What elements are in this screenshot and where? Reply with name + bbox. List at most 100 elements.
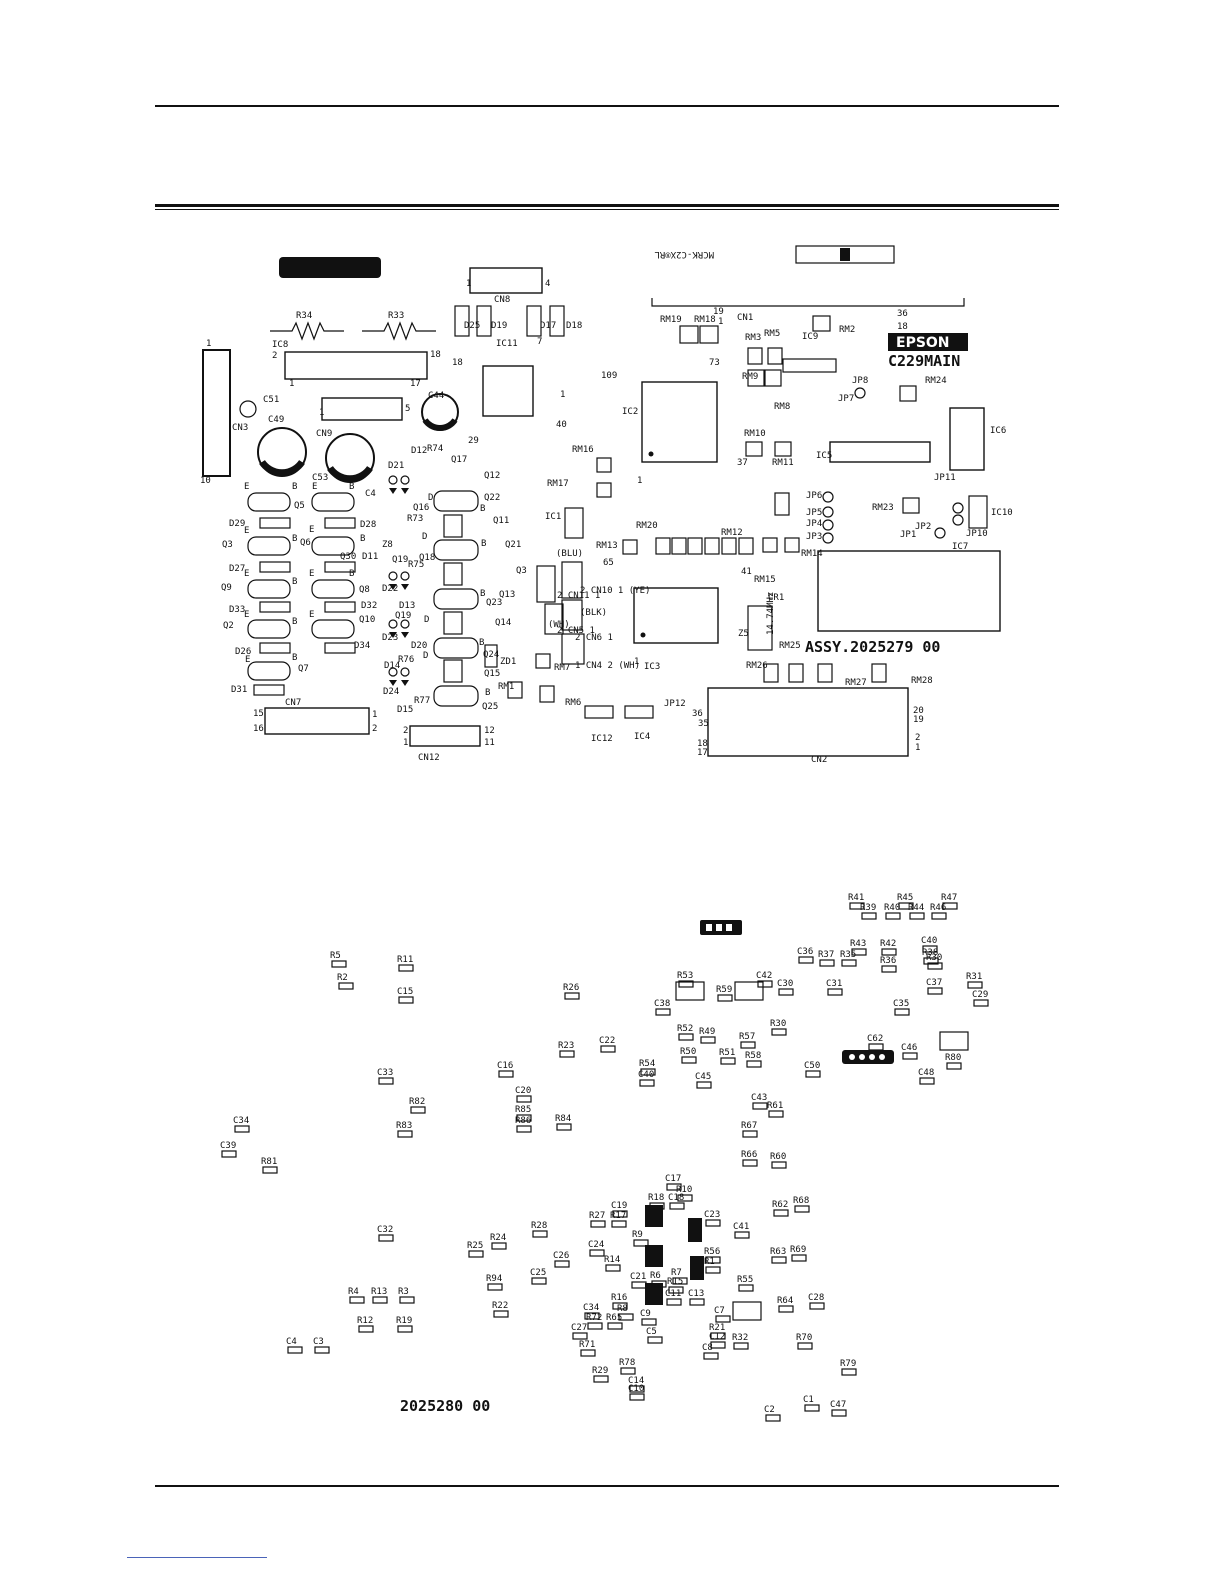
bottom-designator-label: R82 — [409, 1097, 425, 1107]
bottom-designator-pad — [710, 1332, 726, 1340]
top-designator-label: RM9 — [742, 372, 758, 382]
top-designator-label: D17 — [540, 321, 556, 331]
bottom-designator-pad — [672, 1277, 688, 1285]
top-designator-label: E — [244, 569, 249, 579]
bottom-designator-pad — [717, 994, 733, 1002]
bottom-designator-label: R7 — [671, 1268, 682, 1278]
bottom-designator-label: C34 — [583, 1303, 599, 1313]
bottom-designator-pad — [397, 1325, 413, 1333]
top-designator-label: JP10 — [966, 529, 988, 539]
header-rule-double-a — [155, 204, 1059, 207]
bottom-designator-pad — [868, 1043, 884, 1051]
bottom-designator-label: R85 — [515, 1105, 531, 1115]
top-designator-label: RM23 — [872, 503, 894, 513]
top-designator-label: Q16 — [413, 503, 429, 513]
bottom-designator-label: R30 — [926, 953, 942, 963]
crystal-cr1 — [747, 605, 773, 651]
bottom-designator-label: C34 — [233, 1116, 249, 1126]
top-designator-label: CN3 — [232, 423, 248, 433]
bottom-designator-pad — [752, 1102, 768, 1110]
bottom-designator-label: C42 — [756, 971, 772, 981]
bottom-designator-label: C3 — [313, 1337, 324, 1347]
bottom-designator-label: C21 — [630, 1272, 646, 1282]
cn8-connector — [469, 267, 543, 294]
top-designator-label: D — [423, 651, 428, 661]
top-designator-label: 11 — [484, 738, 495, 748]
ic3-chip — [633, 587, 719, 644]
bottom-designator-label: R27 — [589, 1211, 605, 1221]
top-designator-label: Q11 — [493, 516, 509, 526]
top-designator-label: 1 — [634, 657, 639, 667]
bottom-designator-label: C39 — [220, 1141, 236, 1151]
bottom-designator-pad — [881, 965, 897, 973]
bottom-designator-pad — [942, 902, 958, 910]
bottom-designator-pad — [894, 1008, 910, 1016]
top-designator-label: D32 — [361, 601, 377, 611]
bottom-board-outlines — [645, 920, 969, 1321]
bottom-designator-pad — [349, 1296, 365, 1304]
bottom-designator-label: C8 — [702, 1343, 713, 1353]
ic5-chip — [829, 441, 931, 463]
bottom-designator-pad — [678, 1033, 694, 1041]
bottom-designator-label: R60 — [770, 1152, 786, 1162]
bottom-designator-label: R58 — [745, 1051, 761, 1061]
bottom-designator-label: R26 — [563, 983, 579, 993]
top-designator-label: 2 — [372, 724, 377, 734]
bottom-designator-label: R71 — [579, 1340, 595, 1350]
bottom-designator-pad — [919, 1077, 935, 1085]
top-designator-label: 2 CN11 1 — [557, 591, 600, 601]
bottom-designator-label: R18 — [648, 1193, 664, 1203]
bottom-designator-label: C43 — [751, 1093, 767, 1103]
cn9-connector — [321, 397, 403, 421]
bottom-designator-label: R83 — [396, 1121, 412, 1131]
bottom-designator-pad — [705, 1219, 721, 1227]
top-designator-label: 18 — [452, 358, 463, 368]
top-designator-label: Z5 — [738, 629, 749, 639]
bottom-designator-pad — [620, 1367, 636, 1375]
bottom-designator-pad — [647, 1336, 663, 1344]
top-designator-label: E — [309, 610, 314, 620]
bottom-designator-pad — [651, 1280, 667, 1288]
top-designator-label: B — [349, 482, 354, 492]
bottom-designator-label: R19 — [396, 1316, 412, 1326]
top-designator-label: B — [485, 688, 490, 698]
top-designator-label: CN1 — [737, 313, 753, 323]
top-designator-label: 1 — [319, 408, 324, 418]
bottom-designator-pad — [742, 1130, 758, 1138]
top-designator-label: RM1 — [498, 682, 514, 692]
top-designator-label: 12 — [484, 726, 495, 736]
top-designator-label: E — [309, 569, 314, 579]
bottom-designator-pad — [771, 1161, 787, 1169]
bottom-designator-pad — [590, 1220, 606, 1228]
top-designator-label: 2 CN10 1 (YE) — [580, 586, 650, 596]
cn1-outline — [651, 298, 965, 307]
ic8-chip — [284, 351, 428, 380]
top-designator-label: B — [292, 577, 297, 587]
cn3-connector — [202, 349, 231, 477]
bottom-designator-label: R70 — [796, 1333, 812, 1343]
bottom-designator-pad — [923, 957, 939, 965]
top-designator-label: RM14 — [801, 549, 823, 559]
bottom-designator-label: R25 — [467, 1241, 483, 1251]
bottom-designator-label: R44 — [908, 903, 924, 913]
top-designator-label: IC2 — [622, 407, 638, 417]
bottom-designator-pad — [410, 1106, 426, 1114]
bottom-designator-pad — [733, 1342, 749, 1350]
top-designator-label: JP3 — [806, 532, 822, 542]
bottom-designator-label: C37 — [926, 978, 942, 988]
top-designator-label: 18 — [697, 739, 708, 749]
bottom-designator-label: R86 — [515, 1116, 531, 1126]
bottom-designator-pad — [559, 1050, 575, 1058]
top-designator-label: R77 — [414, 696, 430, 706]
bottom-designator-label: C17 — [665, 1174, 681, 1184]
top-designator-label: IC7 — [952, 542, 968, 552]
bottom-designator-pad — [572, 1332, 588, 1340]
crystal-frequency: 14.74MHz — [766, 592, 776, 635]
bottom-designator-pad — [804, 1404, 820, 1412]
bottom-designator-pad — [898, 902, 914, 910]
bottom-designator-label: C50 — [804, 1061, 820, 1071]
bottom-designator-label: R43 — [850, 939, 866, 949]
top-designator-label: (BLU) — [556, 549, 583, 559]
bottom-designator-pad — [778, 1305, 794, 1313]
